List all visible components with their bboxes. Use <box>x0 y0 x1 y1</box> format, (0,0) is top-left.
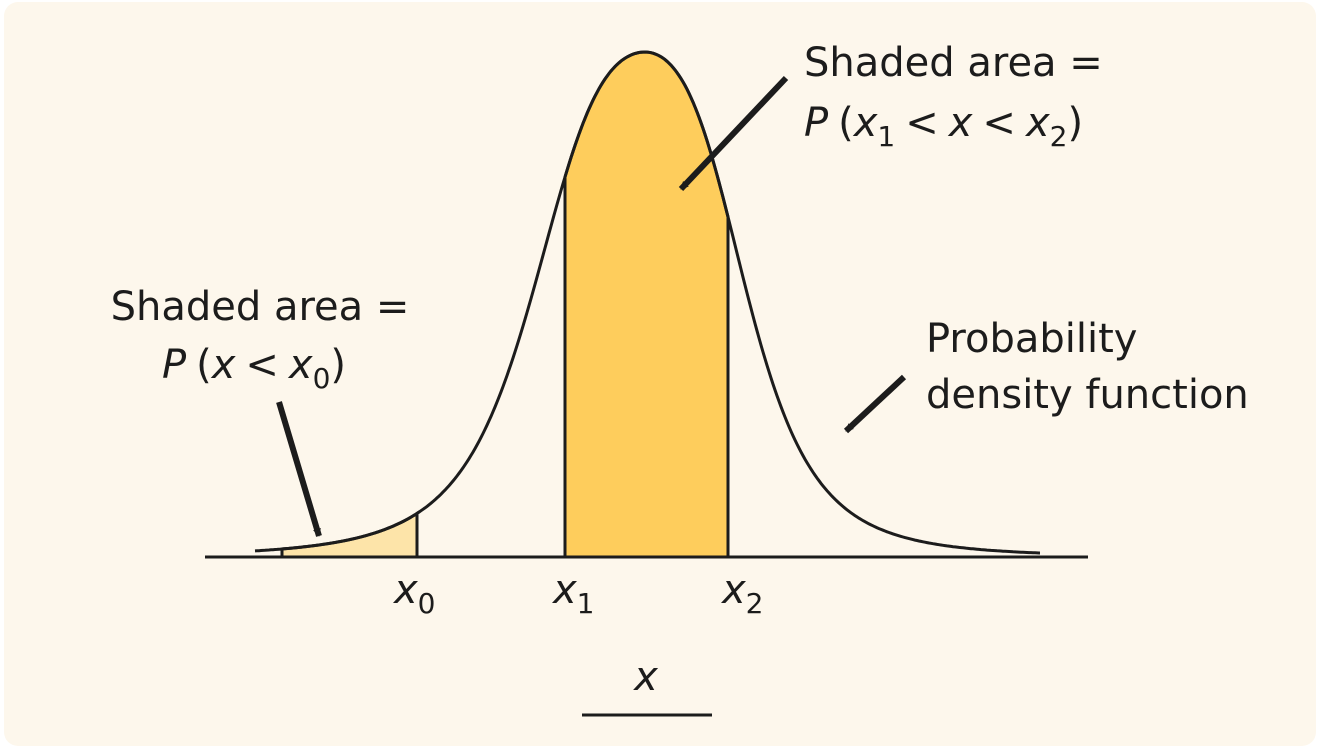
callout-left: Shaded area = P(x<x0) <box>111 284 410 537</box>
callout-pdf-arrow <box>843 374 907 434</box>
x2-label: x2 <box>720 567 764 620</box>
callout-left-line1: Shaded area = <box>111 284 410 330</box>
callout-pdf-line1: Probability <box>926 316 1137 362</box>
x1-label: x1 <box>551 567 595 620</box>
x0-label: x0 <box>392 567 436 620</box>
axis-variable-label: x <box>632 654 658 700</box>
callout-left-arrow <box>276 401 322 537</box>
callout-between-arrow <box>678 75 789 192</box>
callout-left-line2: P(x<x0) <box>162 342 346 395</box>
callout-pdf: Probability density function <box>843 316 1249 434</box>
probability-density-curve <box>254 50 1040 555</box>
callout-between: Shaded area = P(x1<x<x2) <box>678 40 1103 192</box>
callout-between-line2: P(x1<x<x2) <box>804 100 1083 153</box>
callout-between-line1: Shaded area = <box>804 40 1103 86</box>
callout-pdf-line2: density function <box>926 372 1249 418</box>
